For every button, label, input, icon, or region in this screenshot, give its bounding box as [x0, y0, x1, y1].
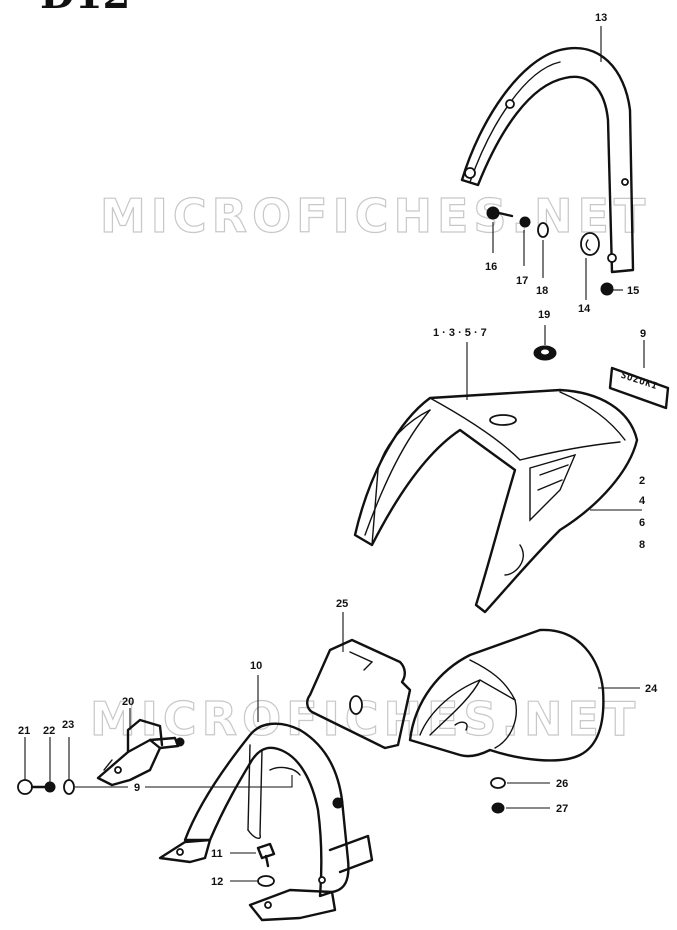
seat-tray-24-part [408, 628, 605, 762]
callout-11: 11 [211, 848, 223, 860]
callouts: 13 16 17 18 14 15 19 9 1 · 3 · 5 · 7 2 4… [18, 12, 658, 888]
callout-12: 12 [211, 876, 223, 888]
callout-19: 19 [538, 309, 550, 321]
callout-24: 24 [645, 683, 658, 695]
callout-6: 6 [639, 517, 645, 529]
callout-21: 21 [18, 725, 30, 737]
callout-10: 10 [250, 660, 262, 672]
callout-9-top: 9 [640, 328, 646, 340]
emblem-part: SUZUKI [608, 366, 670, 410]
bolt-11 [256, 842, 276, 868]
grommet-19 [533, 345, 557, 361]
grab-rail-part [460, 47, 635, 274]
callout-9-bottom: 9 [134, 782, 140, 794]
washer-12 [257, 875, 275, 887]
page-code: D12 [40, 0, 130, 18]
washer-26 [490, 777, 506, 789]
callout-16: 16 [485, 261, 497, 273]
callout-22: 22 [43, 725, 55, 737]
callout-23: 23 [62, 719, 74, 731]
watermark-top: MICROFICHES.NET [100, 189, 650, 243]
callout-25: 25 [336, 598, 348, 610]
callout-26: 26 [556, 778, 568, 790]
nut-15 [600, 282, 614, 296]
cushion-14 [580, 232, 600, 256]
lock-bracket-20-part [96, 718, 185, 787]
washer-22 [44, 781, 56, 793]
callout-14: 14 [578, 303, 591, 315]
seat-tail-cover-part [353, 388, 639, 614]
plate-25-part [306, 638, 412, 750]
bolt-16 [486, 206, 514, 220]
nut-17 [519, 216, 531, 228]
callout-17: 17 [516, 275, 528, 287]
bolt-21 [17, 779, 46, 795]
leader-lines [24, 26, 645, 882]
callout-18: 18 [536, 285, 548, 297]
callout-2: 2 [639, 475, 645, 487]
washer-18 [537, 222, 549, 238]
callout-27: 27 [556, 803, 568, 815]
callout-15: 15 [627, 285, 639, 297]
callout-1-3-5-7: 1 · 3 · 5 · 7 [433, 327, 487, 339]
carrier-frame-10-part [158, 722, 374, 922]
washer-23 [63, 779, 75, 795]
callout-8: 8 [639, 539, 645, 551]
callout-4: 4 [639, 495, 646, 507]
callout-13: 13 [595, 12, 607, 24]
callout-20: 20 [122, 696, 134, 708]
emblem-label: SUZUKI [619, 371, 659, 392]
nut-27 [491, 802, 505, 814]
